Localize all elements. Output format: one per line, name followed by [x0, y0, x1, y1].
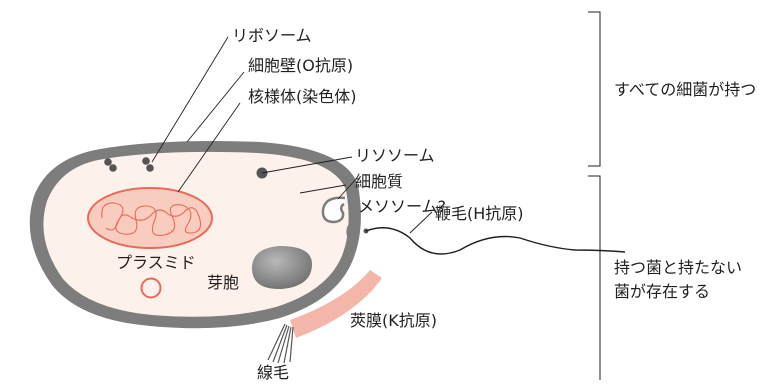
group-some-bacteria-line2: 菌が存在する	[614, 282, 710, 301]
chromosome-dna	[101, 202, 202, 237]
label-capsule: 莢膜(K抗原)	[350, 311, 437, 330]
ribosomes	[104, 157, 154, 172]
label-cell-wall: 細胞壁(O抗原)	[248, 56, 353, 75]
label-spore: 芽胞	[207, 273, 239, 292]
plasmid	[140, 277, 162, 299]
flagellum	[365, 227, 626, 255]
label-lysosome: リソソーム	[355, 146, 435, 165]
nucleoid	[87, 187, 213, 249]
group-all-bacteria: すべての細菌が持つ	[614, 80, 756, 99]
mesosome	[321, 196, 346, 224]
spore	[252, 246, 312, 290]
label-nucleoid: 核様体(染色体)	[248, 87, 357, 106]
bracket-some-bacteria	[588, 175, 601, 380]
pili	[267, 323, 294, 364]
label-cytoplasm: 細胞質	[355, 172, 403, 191]
label-mesosome: メソソーム?	[358, 197, 446, 216]
label-ribosome: リボソーム	[232, 26, 312, 45]
label-pilus: 線毛	[257, 363, 289, 382]
leader-lines	[151, 36, 433, 234]
bracket-all-bacteria	[588, 11, 601, 167]
capsule	[290, 270, 382, 338]
label-flagellum: 鞭毛(H抗原)	[435, 204, 524, 223]
group-some-bacteria-line1: 持つ菌と持たない	[614, 258, 742, 277]
flagellum-hook	[346, 221, 354, 241]
label-plasmid: プラスミド	[116, 253, 196, 272]
